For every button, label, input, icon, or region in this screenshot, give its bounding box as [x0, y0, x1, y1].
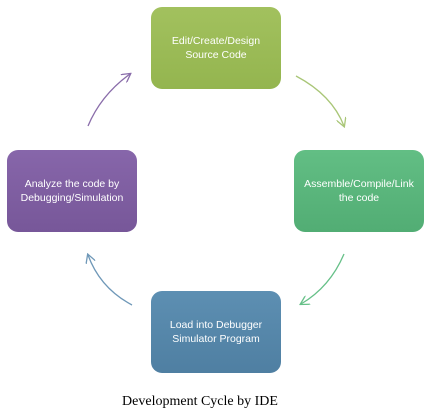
arrow-assemble-to-load [301, 253, 345, 304]
node-label-line: Analyze the code by [24, 178, 120, 190]
node-load-debugger: Load into Debugger Simulator Program [151, 291, 281, 373]
node-label-line: the code [338, 192, 380, 204]
node-analyze-code: Analyze the code by Debugging/Simulation [7, 150, 137, 232]
arrow-load-to-analyze [88, 255, 133, 306]
node-label-line: Assemble/Compile/Link [304, 178, 414, 190]
node-label-line: Load into Debugger [169, 319, 263, 331]
node-label-line: Source Code [185, 49, 247, 61]
node-assemble-compile-link: Assemble/Compile/Link the code [294, 150, 424, 232]
arrow-edit-to-assemble [295, 75, 344, 126]
arrow-analyze-to-edit [87, 74, 130, 127]
node-edit-source-code: Edit/Create/Design Source Code [151, 7, 281, 89]
node-label-line: Edit/Create/Design [171, 35, 261, 47]
diagram-caption: Development Cycle by IDE [122, 394, 278, 409]
node-label-line: Debugging/Simulation [20, 192, 124, 204]
node-label-line: Simulator Program [172, 333, 260, 345]
